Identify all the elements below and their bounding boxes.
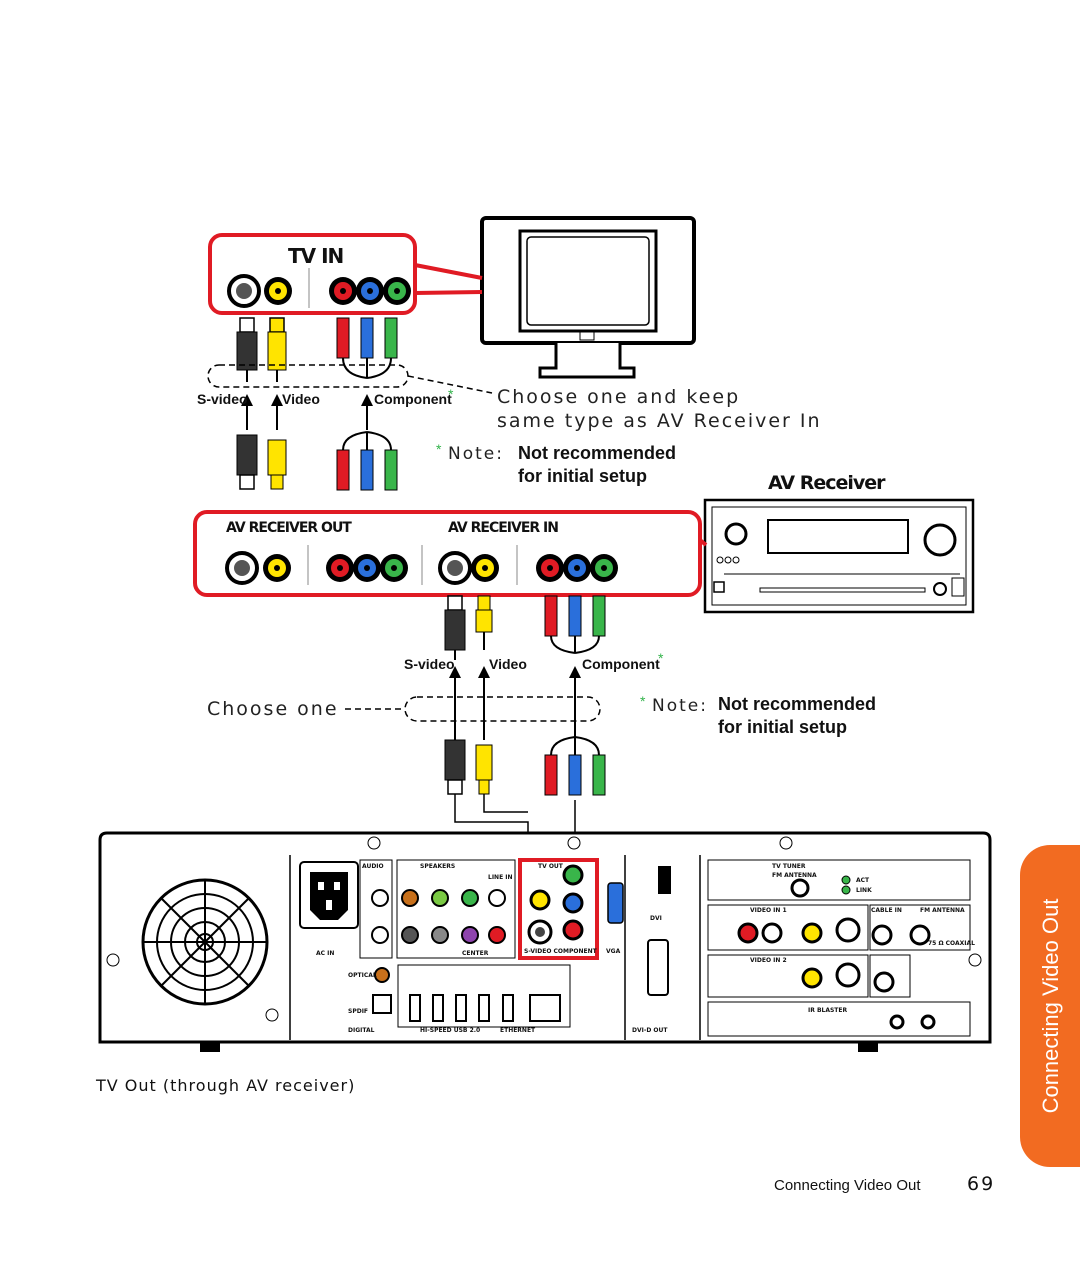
- pc-label-ac-in: AC IN: [316, 950, 335, 957]
- top-component-asterisk: *: [448, 386, 454, 402]
- pc-label-video-in-1: VIDEO IN 1: [750, 907, 787, 914]
- tv-in-label: TV IN: [288, 244, 344, 268]
- top-component-label: Component: [374, 391, 452, 407]
- pc-label-optical: OPTICAL: [348, 972, 377, 979]
- pc-label-antenna: FM ANTENNA: [772, 872, 817, 879]
- note-bottom-text2: for initial setup: [718, 717, 848, 737]
- pc-label-tv-out: TV OUT: [538, 863, 563, 870]
- top-svideo-label: S-video: [197, 391, 248, 407]
- choose-keep-line2: same type as AV Receiver In: [497, 410, 822, 432]
- pc-label-speakers: SPEAKERS: [420, 863, 456, 870]
- note-bottom-asterisk: *: [640, 693, 646, 709]
- tv-monitor-illustration: [480, 216, 696, 379]
- pc-label-spdif: SPDIF: [348, 1008, 369, 1015]
- av-receiver-panel: [193, 510, 708, 597]
- pc-label-usb: HI-SPEED USB 2.0: [420, 1027, 481, 1034]
- pc-label-link: LINK: [856, 887, 872, 894]
- note-bottom-text1: Not recommended: [718, 694, 877, 714]
- pc-label-line-in: LINE IN: [488, 874, 513, 881]
- footer-section: Connecting Video Out: [774, 1177, 921, 1194]
- pc-label-center: CENTER: [462, 950, 489, 957]
- pc-label-cable-in: CABLE IN: [871, 907, 902, 914]
- note-top-asterisk: *: [436, 441, 442, 457]
- pc-label-audio: AUDIO: [362, 863, 384, 870]
- pc-label-ethernet: ETHERNET: [500, 1027, 536, 1034]
- pc-label-dvi-out: DVI-D OUT: [632, 1027, 668, 1034]
- bottom-svideo-label: S-video: [404, 656, 455, 672]
- pc-label-svideo-component: S-VIDEO COMPONENT: [524, 948, 597, 955]
- note-bottom-prefix: Note:: [652, 696, 708, 716]
- bottom-video-label: Video: [489, 656, 527, 672]
- pc-label-vga: VGA: [606, 948, 621, 955]
- pc-label-ir-blaster: IR BLASTER: [808, 1007, 848, 1014]
- footer-page-number: 69: [967, 1173, 996, 1195]
- note-top-text1: Not recommended: [518, 443, 677, 463]
- pc-label-coax: 75 Ω COAXIAL: [928, 940, 975, 947]
- pc-label-video-in-2: VIDEO IN 2: [750, 957, 787, 964]
- pc-label-dvi: DVI: [650, 915, 662, 922]
- av-receiver-title: AV Receiver: [768, 472, 886, 494]
- tv-in-panel: [208, 233, 483, 315]
- av-receiver-out-label: AV RECEIVER OUT: [226, 520, 352, 536]
- choose-one-label: Choose one: [207, 698, 339, 720]
- note-top-prefix: Note:: [448, 444, 504, 464]
- figure-caption: TV Out (through AV receiver): [96, 1076, 356, 1095]
- bottom-component-label: Component: [582, 656, 660, 672]
- top-cables: [207, 317, 493, 491]
- av-receiver-in-label: AV RECEIVER IN: [448, 520, 559, 536]
- pc-back-panel: [98, 831, 992, 1052]
- top-video-label: Video: [282, 391, 320, 407]
- choose-keep-line1: Choose one and keep: [497, 386, 741, 408]
- side-tab: Connecting Video Out: [1020, 845, 1080, 1167]
- side-tab-label: Connecting Video Out: [1038, 898, 1063, 1114]
- pc-label-digital: DIGITAL: [348, 1027, 375, 1034]
- bottom-component-asterisk: *: [658, 650, 664, 666]
- av-receiver-illustration: [703, 498, 975, 614]
- pc-label-fm-antenna: FM ANTENNA: [920, 907, 965, 914]
- bottom-cables: [345, 595, 606, 868]
- pc-label-act: ACT: [856, 877, 870, 884]
- note-top-text2: for initial setup: [518, 466, 648, 486]
- pc-label-tv-tuner: TV TUNER: [772, 863, 806, 870]
